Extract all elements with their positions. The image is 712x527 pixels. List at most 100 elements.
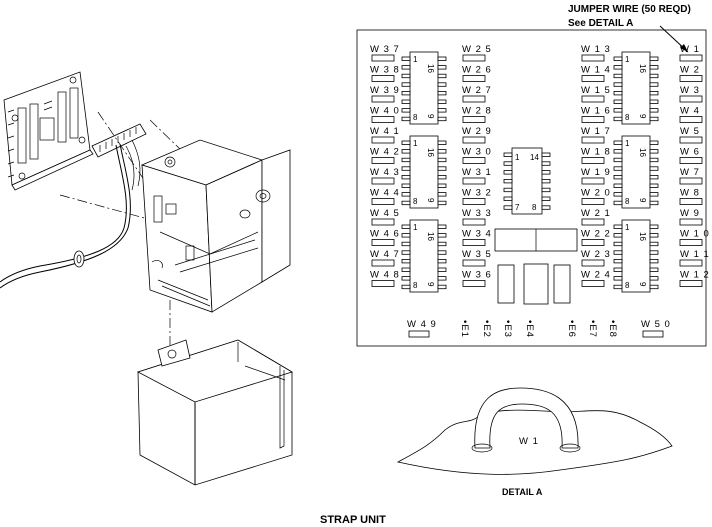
strap-label: W 3 1 (462, 167, 492, 178)
ic-pin (437, 233, 447, 238)
ic-pin (613, 108, 623, 113)
pin-number: 14 (530, 153, 539, 162)
pin-number: 8 (625, 113, 630, 122)
strap-pad (371, 177, 395, 185)
diagram-title: STRAP UNIT (320, 514, 386, 526)
pin-number: 9 (638, 198, 647, 203)
strap-pad (581, 75, 605, 82)
test-point-label: •E6 (566, 320, 577, 338)
ic-package (511, 147, 543, 215)
strap-pad (371, 75, 395, 82)
strap-pad (679, 177, 703, 185)
strap-label: W 3 0 (462, 147, 492, 158)
ic-pin (503, 187, 513, 193)
exploded-assembly (0, 71, 293, 486)
ic-pin (541, 161, 551, 166)
ic-pin (613, 224, 623, 229)
strap-label: W 8 (680, 188, 700, 199)
ic-pin (437, 224, 447, 229)
ic-pin (649, 284, 659, 290)
callout-arrowhead (680, 44, 688, 52)
strap-pad (642, 330, 664, 338)
strap-pad (462, 218, 486, 226)
capacitor (497, 264, 515, 304)
ic-pin (649, 192, 659, 197)
ic-pin (613, 200, 623, 206)
strap-label: W 3 9 (370, 85, 400, 96)
ic-pin (401, 284, 411, 290)
strap-pad (679, 218, 703, 226)
strap-label: W 6 (680, 147, 700, 158)
strap-pad (462, 239, 486, 246)
strap-pad (371, 239, 395, 246)
strap-pad (371, 157, 395, 164)
strap-label: W 1 8 (581, 147, 611, 158)
strap-pad (581, 177, 605, 185)
ic-pin (613, 73, 623, 79)
pin-number: 1 (625, 55, 630, 64)
strap-pad (581, 218, 605, 226)
ic-pin (613, 91, 623, 96)
ic-pin (613, 149, 623, 154)
pin-number: 8 (625, 197, 630, 206)
ic-pin (613, 56, 623, 61)
ic-pin (541, 170, 551, 175)
pin-number: 16 (638, 64, 647, 73)
pin-number: 16 (638, 232, 647, 241)
ic-pin (401, 276, 411, 281)
test-point-label: •E3 (502, 320, 513, 338)
pin-number: 8 (413, 197, 418, 206)
strap-pad (462, 157, 486, 164)
pin-number: 8 (413, 281, 418, 290)
strap-pad (462, 177, 486, 185)
pin-number: 16 (426, 148, 435, 157)
pin-number: 16 (426, 64, 435, 73)
ic-pin (437, 91, 447, 96)
ic-pin (437, 108, 447, 113)
ic-pin (613, 250, 623, 255)
ic-pin (649, 267, 659, 272)
pin-number: 9 (426, 114, 435, 119)
strap-pad (462, 280, 486, 287)
ic-pin (401, 108, 411, 113)
test-point-label: •E8 (607, 320, 618, 338)
strap-label: W 4 0 (370, 106, 400, 117)
strap-pad (371, 280, 395, 287)
strap-label: W 2 6 (462, 65, 492, 76)
strap-pad (679, 157, 703, 164)
strap-pad (462, 136, 486, 144)
ic-pin (437, 140, 447, 145)
ic-package (409, 51, 439, 125)
ic-pin (503, 170, 513, 175)
ic-pin (613, 166, 623, 171)
ic-pin (503, 178, 513, 184)
ic-pin (649, 200, 659, 206)
strap-label: W 2 3 (581, 249, 611, 260)
strap-pad (679, 259, 703, 267)
strap-label: W 4 4 (370, 188, 400, 199)
ic-pin (401, 224, 411, 229)
strap-pad (679, 116, 703, 123)
strap-pad (371, 116, 395, 123)
strap-label: W 3 8 (370, 65, 400, 76)
strap-label: W 5 (680, 126, 700, 137)
strap-label: W 4 1 (370, 126, 400, 137)
detail-caption: DETAIL A (502, 487, 543, 497)
strap-label: W 2 (680, 65, 700, 76)
strap-label: W 1 2 (680, 270, 710, 281)
pin-number: 8 (532, 203, 537, 212)
strap-label: W 2 8 (462, 106, 492, 117)
detail-a: W 1 DETAIL A (396, 387, 673, 497)
ic-pin (437, 183, 447, 188)
test-point-label: •E7 (587, 320, 598, 338)
strap-label: W 2 4 (581, 270, 611, 281)
strap-pad (679, 198, 703, 205)
strap-pad (462, 54, 486, 62)
strap-label: W 9 (680, 208, 700, 219)
strap-label: W 5 0 (641, 319, 671, 330)
ic-pin (437, 241, 447, 247)
ic-pin (649, 91, 659, 96)
ic-pin (541, 205, 551, 210)
strap-pad (408, 330, 430, 338)
ic-pin (437, 166, 447, 171)
